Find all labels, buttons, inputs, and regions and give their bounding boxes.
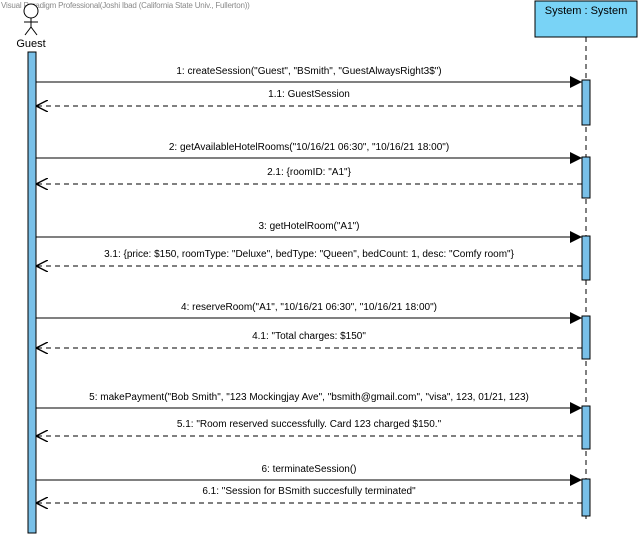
- return-label-1: 1.1: GuestSession: [268, 89, 350, 100]
- return-label-6: 6.1: "Session for BSmith succesfully ter…: [202, 486, 416, 497]
- system-activation-bar-2: [581, 156, 591, 199]
- system-activation-bar-5: [581, 405, 591, 450]
- system-participant-box: [534, 0, 638, 38]
- call-label-5: 5: makePayment("Bob Smith", "123 Mocking…: [89, 392, 529, 403]
- return-label-4: 4.1: "Total charges: $150": [252, 331, 366, 342]
- system-activation-bar-4: [581, 315, 591, 360]
- system-activation-bar-3: [581, 235, 591, 281]
- call-label-1: 1: createSession("Guest", "BSmith", "Gue…: [176, 66, 441, 77]
- return-label-5: 5.1: "Room reserved successfully. Card 1…: [177, 419, 442, 430]
- system-activation-bar-1: [581, 79, 591, 126]
- return-label-2: 2.1: {roomID: "A1"}: [267, 167, 351, 178]
- call-label-6: 6: terminateSession(): [261, 464, 356, 475]
- watermark-text: Visual Paradigm Professional(Joshi Ibad …: [1, 1, 250, 10]
- guest-actor-label: Guest: [16, 38, 45, 50]
- return-label-3: 3.1: {price: $150, roomType: "Deluxe", b…: [104, 249, 515, 260]
- system-activation-bar-6: [581, 478, 591, 517]
- messages-group: 1: createSession("Guest", "BSmith", "Gue…: [36, 66, 591, 517]
- system-participant-label: System : System: [545, 5, 628, 17]
- call-label-3: 3: getHotelRoom("A1"): [258, 221, 359, 232]
- guest-actor-icon: [23, 3, 39, 36]
- call-label-2: 2: getAvailableHotelRooms("10/16/21 06:3…: [169, 142, 449, 153]
- call-label-4: 4: reserveRoom("A1", "10/16/21 06:30", "…: [181, 302, 437, 313]
- guest-activation-bar: [27, 51, 37, 534]
